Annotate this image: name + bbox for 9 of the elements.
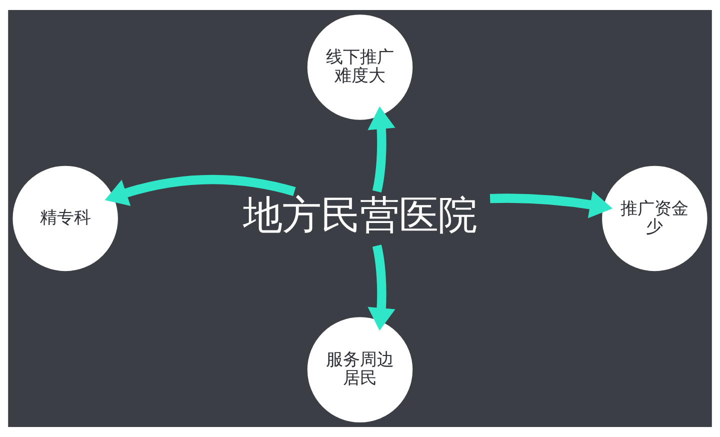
node-circle: 线下推广难度大 [307,14,413,120]
arrow [490,190,613,218]
arrow [368,244,396,331]
node-circle: 推广资金少 [602,166,708,272]
arrow [368,106,396,192]
node-circle: 服务周边居民 [307,317,413,422]
node-text: 地方民营医院 [243,192,477,238]
node-circle: 精专科 [12,166,118,272]
arrow [104,174,296,206]
